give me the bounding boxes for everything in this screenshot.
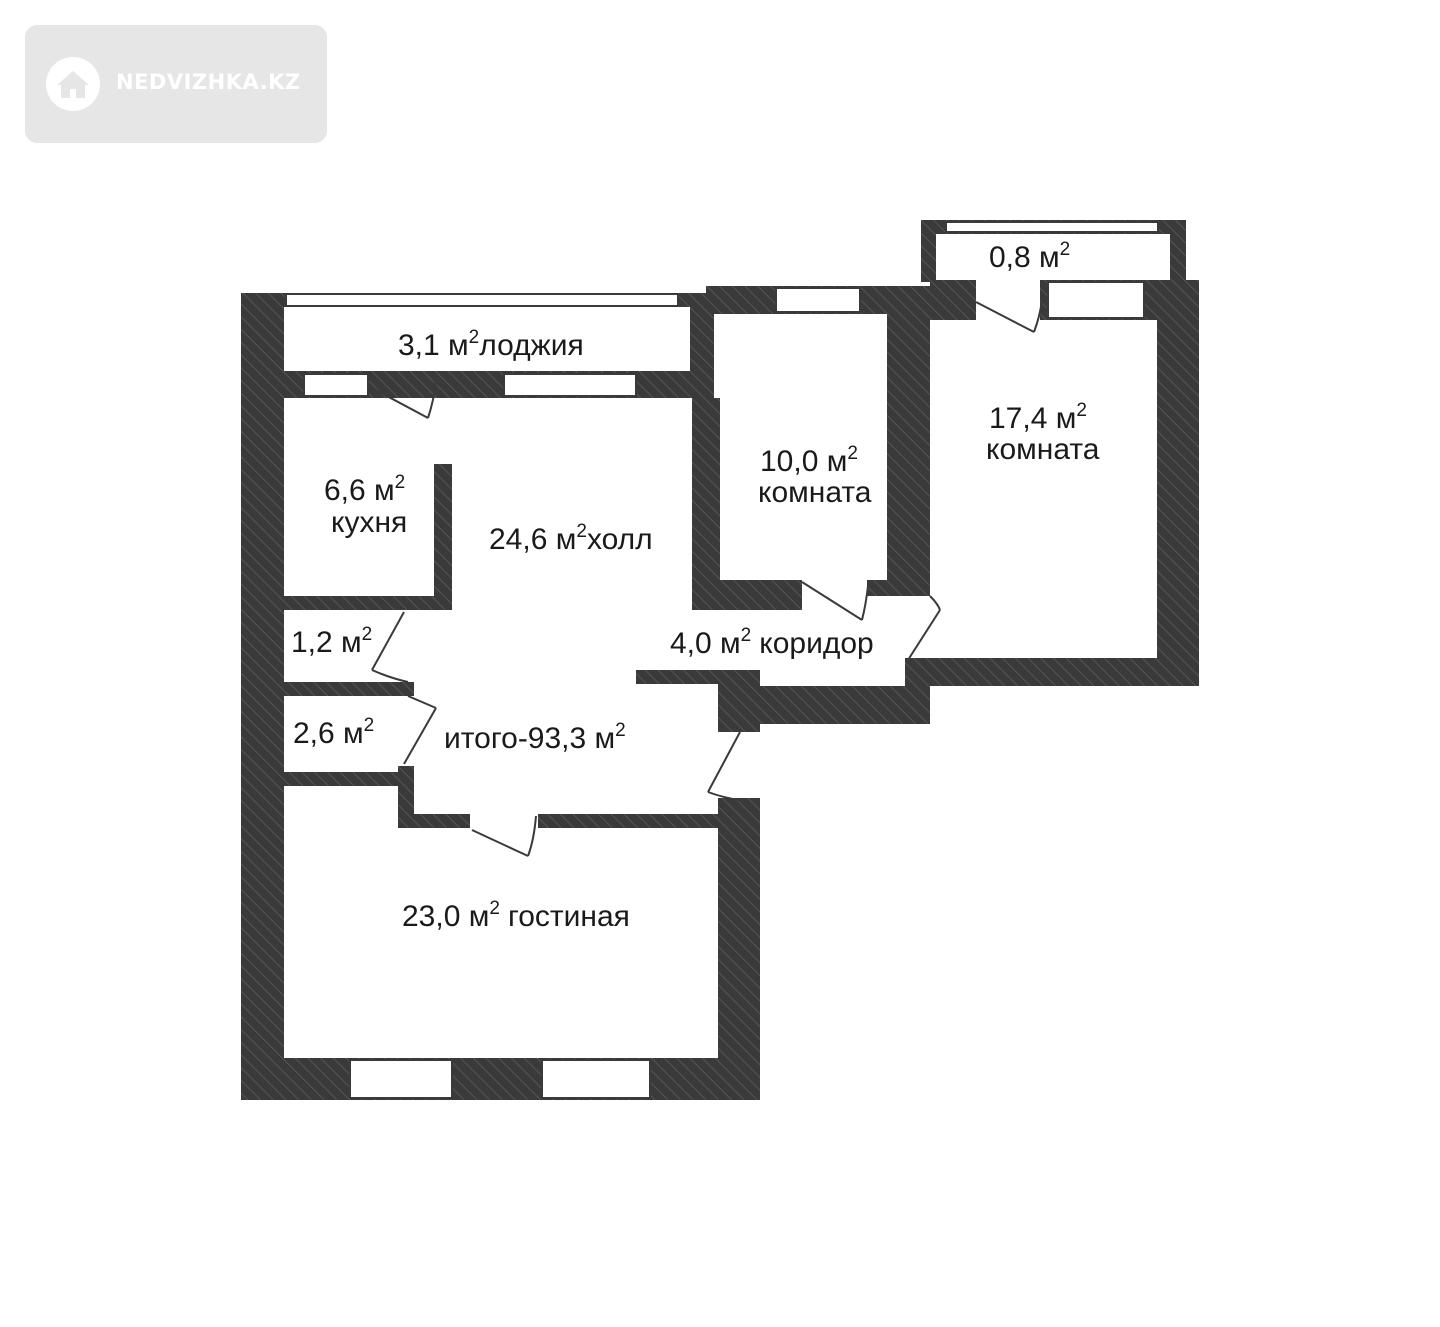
- door-living: [471, 829, 529, 857]
- window-living-1: [349, 1059, 453, 1099]
- wall-living-top-a: [398, 814, 470, 828]
- label-hall: 24,6 м2холл: [489, 521, 653, 556]
- label-room10-name: комната: [758, 476, 872, 509]
- wall-bath-bottom: [284, 772, 414, 786]
- label-loggia: 3,1 м2лоджия: [398, 327, 584, 362]
- window-living-2: [541, 1059, 651, 1099]
- wall-room10-bottom-a: [715, 580, 802, 610]
- label-room17-name: комната: [986, 433, 1100, 466]
- wall-room17-top-a: [930, 280, 976, 320]
- door-bath: [403, 707, 437, 765]
- wall-bath-right: [398, 766, 414, 828]
- window-room17: [1047, 281, 1145, 319]
- wall-room10-bottom-b: [867, 580, 930, 596]
- label-wc: 1,2 м2: [291, 624, 372, 659]
- wall-living-right: [718, 798, 760, 1100]
- label-kitchen-area: 6,6 м2: [324, 472, 405, 507]
- wall-balcony-right: [1170, 220, 1186, 296]
- door-loggia: [371, 387, 429, 419]
- label-room10-area: 10,0 м2: [760, 443, 858, 478]
- label-balcony: 0,8 м2: [989, 239, 1070, 274]
- wall-left: [241, 293, 284, 1100]
- door-balcony: [975, 301, 1035, 333]
- wall-bottom: [241, 1058, 760, 1100]
- wall-kitchen-bottom: [284, 596, 452, 610]
- wall-living-top-b: [538, 814, 760, 828]
- door-wc: [371, 611, 405, 671]
- watermark-text: NEDVIZHKA.KZ: [116, 70, 301, 94]
- wall-room17-bottom: [905, 658, 1199, 686]
- wall-hall-room10: [692, 398, 720, 610]
- window-hall: [503, 373, 637, 397]
- window-balcony: [945, 221, 1159, 233]
- windows: [285, 221, 1159, 1099]
- doors: [371, 299, 1043, 857]
- wall-balcony-left: [921, 220, 936, 282]
- window-loggia-outer: [285, 293, 679, 307]
- wall-room17-right: [1157, 296, 1199, 686]
- label-kitchen-name: кухня: [331, 506, 407, 539]
- door-room10: [801, 581, 863, 621]
- window-room10: [775, 287, 861, 313]
- label-total: итого-93,3 м2: [444, 720, 626, 755]
- home-icon: [46, 57, 100, 111]
- room-labels: 3,1 м2лоджия 6,6 м2 кухня 24,6 м2холл 10…: [291, 239, 1100, 933]
- door-room17: [907, 609, 941, 661]
- walls: [241, 220, 1199, 1100]
- label-room17-area: 17,4 м2: [989, 400, 1087, 435]
- window-kitchen: [303, 373, 369, 397]
- label-bath: 2,6 м2: [293, 715, 374, 750]
- wall-hall-partition: [636, 670, 760, 684]
- door-entrance: [707, 731, 741, 793]
- wall-wc-bottom: [284, 682, 414, 696]
- wall-kitchen-right: [434, 464, 452, 610]
- wall-room10-room17: [887, 286, 930, 596]
